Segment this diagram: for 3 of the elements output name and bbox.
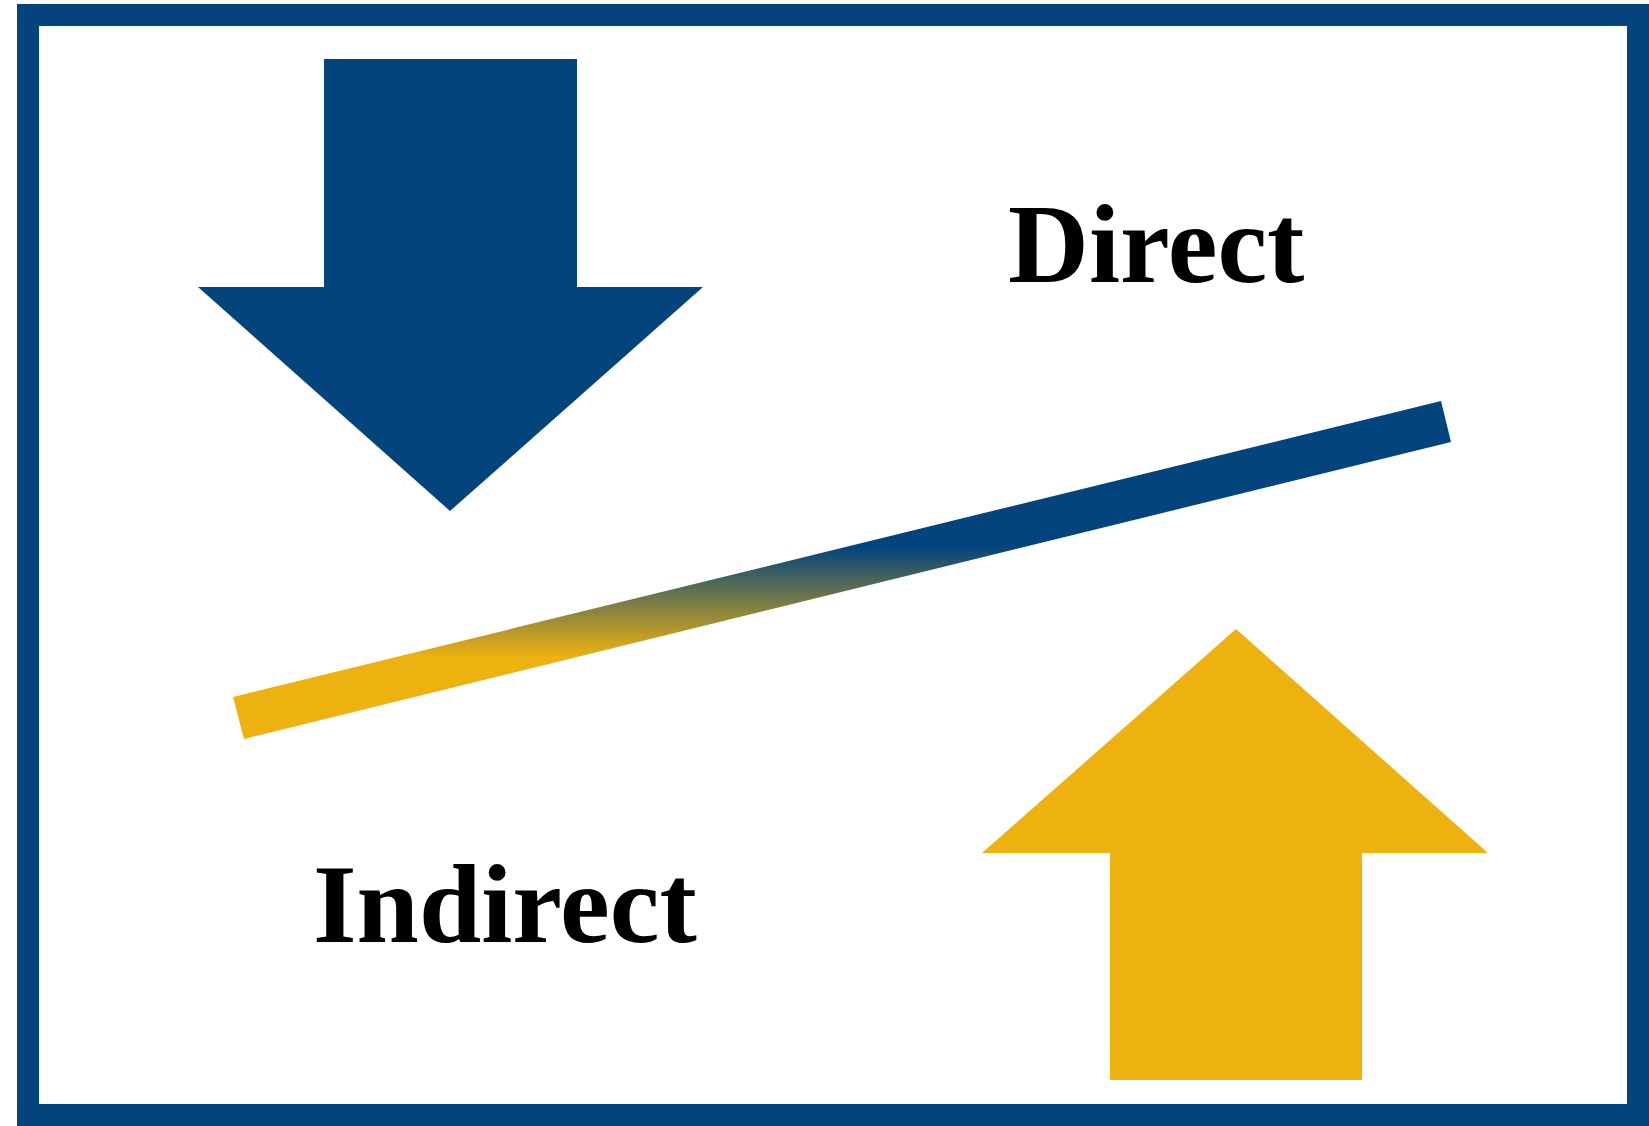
tilted-bar bbox=[233, 401, 1451, 739]
text-label: Direct bbox=[1008, 188, 1305, 300]
text-label: Indirect bbox=[313, 848, 697, 960]
